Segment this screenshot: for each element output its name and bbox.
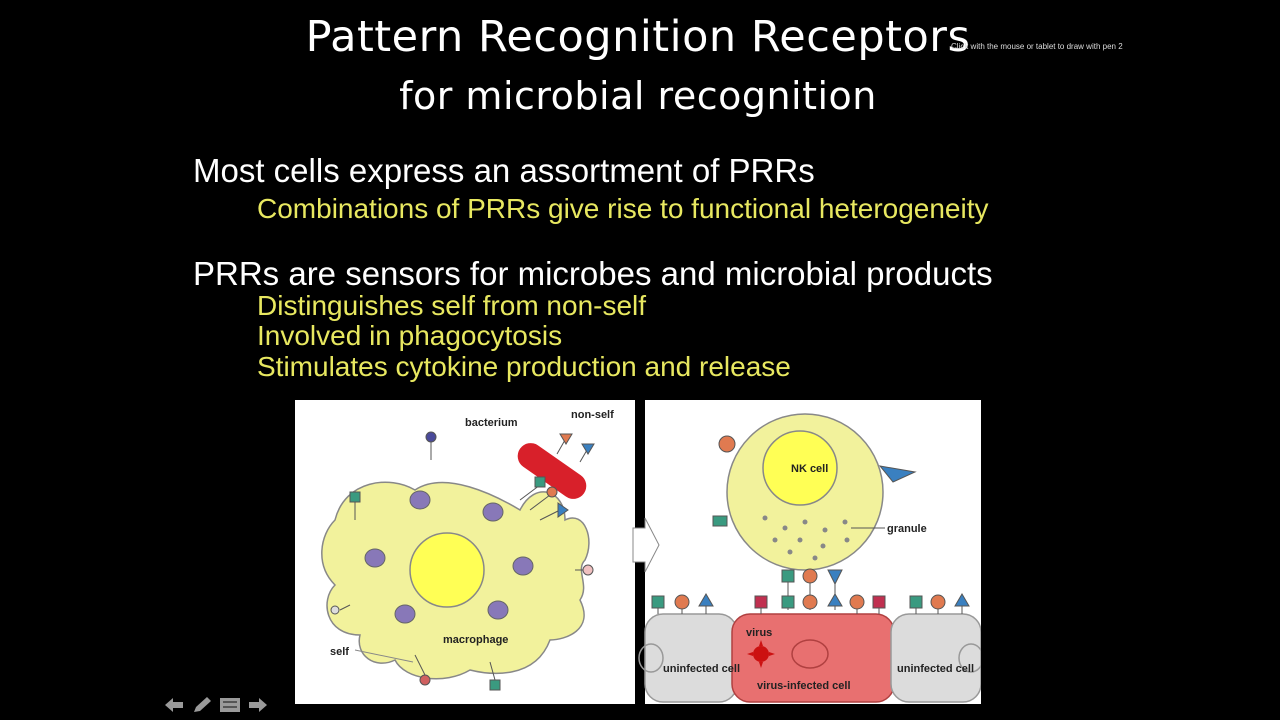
menu-icon[interactable] — [218, 695, 242, 715]
macrophage-vesicles — [364, 490, 534, 624]
nk-cell-label: NK cell — [791, 463, 828, 475]
macrophage-nucleus — [409, 532, 485, 608]
pen-icon[interactable] — [190, 695, 214, 715]
slide-controls — [162, 694, 270, 716]
pen-hint-tooltip: Click with the mouse or tablet to draw w… — [951, 42, 1123, 51]
bullet-2: PRRs are sensors for microbes and microb… — [193, 255, 993, 292]
infected-cell-label: virus-infected cell — [757, 680, 851, 692]
macrophage-receptors — [330, 431, 595, 691]
infected-nucleus — [791, 639, 829, 669]
self-label: self — [330, 646, 349, 658]
forward-arrow-icon[interactable] — [246, 695, 270, 715]
nk-receptor — [878, 465, 917, 483]
virus-particle — [747, 640, 775, 668]
non-self-label: non-self — [571, 409, 614, 421]
nk-nucleus — [762, 430, 838, 506]
prr-figure: bacterium non-self macrophage self NK ce… — [295, 400, 981, 704]
self-pointer — [354, 649, 414, 663]
virus-label: virus — [746, 627, 772, 639]
panel-arrow — [632, 517, 660, 573]
back-arrow-icon[interactable] — [162, 695, 186, 715]
uninfected-cell-label-right: uninfected cell — [897, 663, 974, 675]
nk-receptor — [718, 435, 736, 453]
bullet-1-sub-1: Combinations of PRRs give rise to functi… — [257, 193, 989, 224]
uninfected-cell-label-left: uninfected cell — [663, 663, 740, 675]
bullet-2-sub-2: Involved in phagocytosis — [257, 320, 563, 351]
macrophage-label: macrophage — [443, 634, 508, 646]
membrane-receptors — [651, 593, 970, 614]
uninfected-nucleus — [958, 643, 981, 673]
bullet-2-sub-3: Stimulates cytokine production and relea… — [257, 351, 791, 382]
bacterium — [517, 443, 587, 499]
slide-title: Pattern Recognition Receptors — [305, 12, 971, 62]
uninfected-cell-left — [644, 613, 738, 703]
bullet-2-sub-1: Distinguishes self from non-self — [257, 290, 647, 321]
bullet-1: Most cells express an assortment of PRRs — [193, 152, 815, 189]
uninfected-cell-right — [890, 613, 981, 703]
uninfected-nucleus — [638, 643, 664, 673]
nk-granules — [762, 515, 850, 561]
bacterium-label: bacterium — [465, 417, 518, 429]
nk-receptor — [712, 515, 728, 527]
granule-label: granule — [887, 523, 927, 535]
slide-subtitle: for microbial recognition — [399, 74, 877, 118]
